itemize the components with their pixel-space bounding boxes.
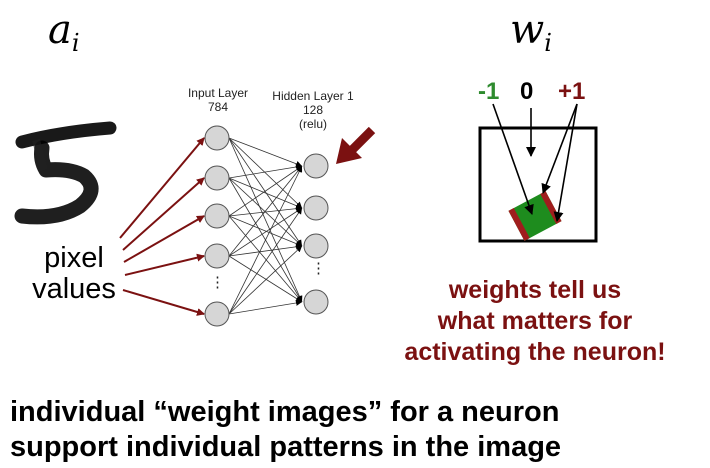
- hidden-layer-nodes: [303, 153, 329, 315]
- note-line1: weights tell us: [448, 276, 622, 304]
- input-node: [204, 301, 230, 327]
- highlight-arrow: [336, 126, 376, 164]
- connection-line: [228, 205, 303, 217]
- hidden-ellipsis: ⋮: [311, 260, 326, 277]
- hidden-layer-label: Hidden Layer 1 128 (relu): [258, 89, 368, 131]
- connection-line: [228, 207, 303, 315]
- digit-five-image: [14, 121, 117, 225]
- weight-positive-label: +1: [558, 78, 586, 105]
- connection-line: [228, 215, 303, 303]
- hidden-node: [303, 233, 329, 259]
- connection-line: [228, 164, 303, 179]
- input-layer-label: Input Layer 784: [168, 86, 268, 114]
- input-node: [204, 165, 230, 191]
- connection-line: [228, 137, 303, 209]
- pixel-arrow: [119, 137, 205, 239]
- weight-zero-label: 0: [520, 78, 534, 105]
- connection-line: [228, 245, 303, 315]
- weight-negative-label: -1: [478, 78, 500, 105]
- connection-line: [228, 137, 303, 247]
- weight-subscript: i: [544, 29, 552, 57]
- connection-line: [228, 137, 303, 167]
- input-node: [204, 203, 230, 229]
- pixel-values-label: pixel values: [24, 244, 124, 304]
- hidden-layer-size: 128: [302, 103, 324, 117]
- activation-symbol: a: [48, 7, 72, 53]
- activation-heading: ai: [48, 10, 80, 55]
- caption-line2: support individual patterns in the image: [10, 431, 562, 463]
- connection-line: [228, 215, 303, 247]
- weights-note: weights tell us what matters for activat…: [360, 275, 710, 368]
- hidden-node: [303, 153, 329, 179]
- activation-subscript: i: [71, 29, 80, 57]
- hidden-node: [303, 195, 329, 221]
- connection-line: [228, 177, 303, 209]
- input-layer-title: Input Layer: [187, 86, 249, 100]
- pixel-label-line2: values: [32, 273, 116, 305]
- connection-line: [228, 137, 303, 303]
- note-line3: activating the neuron!: [404, 338, 666, 366]
- weight-arrows: [492, 103, 578, 222]
- input-ellipsis: ⋮: [210, 274, 225, 291]
- pixel-arrow: [124, 253, 205, 276]
- connection-line: [228, 165, 303, 257]
- input-node: [204, 125, 230, 151]
- input-node: [204, 243, 230, 269]
- weight-symbol: w: [510, 7, 545, 53]
- pixel-arrow: [122, 177, 205, 251]
- layer-connections: [228, 137, 303, 315]
- connection-line: [228, 300, 303, 315]
- connection-line: [228, 165, 303, 315]
- note-line2: what matters for: [437, 307, 633, 335]
- hidden-layer-title: Hidden Layer 1: [272, 89, 354, 103]
- input-layer-size: 784: [207, 100, 229, 114]
- connection-line: [228, 243, 303, 257]
- caption-line1: individual “weight images” for a neuron: [10, 396, 560, 428]
- hidden-node: [303, 289, 329, 315]
- connection-line: [228, 255, 303, 303]
- weight-heading: wi: [510, 10, 552, 55]
- bottom-caption: individual “weight images” for a neuron …: [10, 398, 561, 462]
- weight-patch: [508, 191, 562, 241]
- input-layer-nodes: [204, 125, 230, 327]
- pixel-arrows: [119, 137, 205, 316]
- weight-image-frame: [478, 126, 598, 243]
- connection-line: [228, 165, 303, 217]
- connection-line: [228, 207, 303, 257]
- hidden-layer-activation: (relu): [298, 117, 327, 131]
- pixel-label-line1: pixel: [44, 242, 104, 274]
- pixel-arrow: [123, 215, 205, 263]
- pixel-arrow: [122, 289, 205, 316]
